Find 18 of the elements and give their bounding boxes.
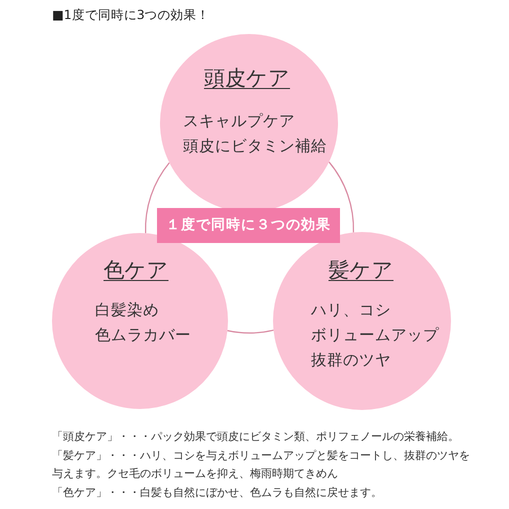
note-paragraph: 「色ケア」・・・白髪も自然にぼかせ、色ムラも自然に戻せます。 [52, 484, 383, 500]
ring-arc [145, 162, 170, 234]
feature-item: ボリュームアップ [311, 324, 439, 346]
feature-item: スキャルプケア [183, 110, 295, 132]
feature-item: 色ムラカバー [95, 324, 191, 346]
ring-arc [328, 162, 354, 232]
feature-item: 頭皮にビタミン補給 [183, 136, 327, 156]
feature-item: ハリ、コシ [311, 300, 391, 320]
title: ■1度で同時に3つの効果！ [52, 7, 210, 23]
note-paragraph: 「頭皮ケア」・・・パック効果で頭皮にビタミン類、ポリフェノールの栄養補給。 [52, 429, 460, 445]
circle-heading: 色ケア [104, 257, 168, 283]
ring-arc [227, 330, 274, 334]
feature-item: 白髪染め [95, 300, 159, 320]
circle-heading: 頭皮ケア [204, 65, 290, 91]
summary-banner: １度で同時に３つの効果 [157, 208, 340, 243]
note-paragraph: 「髪ケア」・・・ハリ、コシを与えボリュームアップと髪をコートし、抜群のツヤを与えます。クセ毛のボリュームを抑え、梅雨時期てきめん [52, 448, 471, 482]
feature-item: 抜群のツヤ [311, 350, 391, 370]
circle-heading: 髪ケア [328, 257, 394, 283]
